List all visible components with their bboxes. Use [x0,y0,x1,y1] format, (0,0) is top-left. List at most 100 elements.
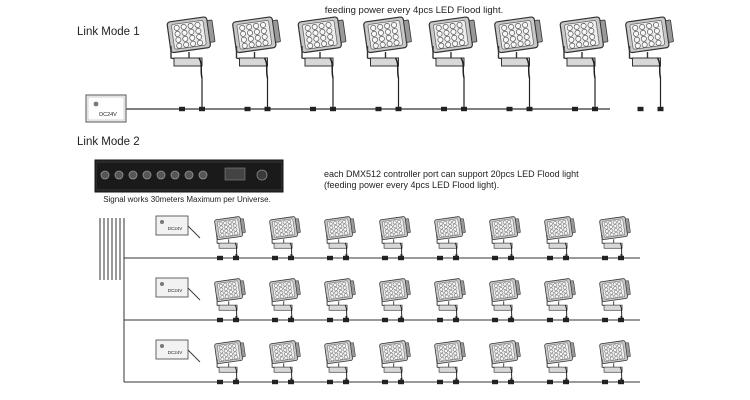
cable-connector [506,106,513,112]
cable-connector [492,317,498,323]
cable-connector [618,379,624,385]
mode1-title: Link Mode 1 [77,26,140,38]
cable-connector [563,255,569,261]
cable-connector [398,379,404,385]
cable-connector [310,106,316,112]
led-flood-light [433,340,467,380]
controller-port-group [100,167,268,181]
cable-connector [343,379,349,385]
cable-connector [508,317,514,323]
led-flood-light [428,16,479,78]
cable-connector [327,379,333,385]
row-power-supply-terminal [160,220,164,224]
cable-connector [657,106,664,112]
cable-connector [272,379,278,385]
cable-connector [508,255,514,261]
cable-connector [272,255,278,261]
cable-connector [602,255,608,261]
cable-connector [398,255,404,261]
row-power-supply-box [155,215,189,236]
led-flood-light [493,16,544,78]
cable-connector [179,106,185,112]
controller-port [128,170,138,180]
led-flood-light [268,340,302,380]
led-flood-light [378,278,412,318]
row-power-lead [187,225,201,239]
cable-connector [547,255,553,261]
led-flood-light [488,340,522,380]
mode2-note-line2: (feeding power every 4pcs LED Flood ligh… [324,180,499,190]
controller-port [170,170,180,180]
link-mode-1-section: Link Mode 1 DC24V [77,16,675,123]
row-power-label: DC24V [168,226,183,231]
cable-connector [288,379,294,385]
led-flood-light [488,216,522,256]
top-note: feeding power every 4pcs LED Flood light… [325,5,504,16]
controller-port [142,170,152,180]
row-power-supply-box [155,277,189,298]
cable-connector [233,255,239,261]
led-flood-light [543,340,577,380]
row-power-lead [187,287,201,301]
cable-connector [233,317,239,323]
led-flood-light [598,340,632,380]
led-flood-light [323,216,357,256]
cable-connector [492,255,498,261]
cable-connector [330,106,336,112]
mode1-power-supply-terminal [93,101,99,107]
cable-connector [244,106,251,112]
cable-connector [526,106,533,112]
led-flood-light [378,340,412,380]
led-flood-light [378,216,412,256]
cable-connector [233,379,239,385]
led-flood-light [213,216,247,256]
led-flood-light [433,278,467,318]
led-flood-light [166,16,217,78]
row-power-supply-terminal [160,344,164,348]
cable-connector [437,379,443,385]
cable-connector [637,106,644,112]
mode1-power-supply: DC24V [85,94,127,123]
row-power-label: DC24V [168,350,183,355]
mode2-signal-trunk [99,218,125,380]
cable-connector [327,317,333,323]
controller-caption: Signal works 30meters Maximum per Univer… [103,195,271,204]
led-flood-light [323,278,357,318]
cable-connector [461,106,467,112]
led-flood-light [543,278,577,318]
led-flood-light [488,278,522,318]
cable-connector [398,317,404,323]
controller-port [114,170,124,180]
led-flood-light [268,216,302,256]
cable-connector [441,106,447,112]
cable-connector [288,255,294,261]
link-mode-2-section: Link Mode 2 Signal works 30meters Maximu… [77,136,640,385]
cable-connector [508,379,514,385]
row-power-lead [187,349,201,363]
cable-connector [375,106,382,112]
cable-connector [602,379,608,385]
cable-connector [343,255,349,261]
mode2-row: DC24V [123,215,640,261]
led-flood-light [213,340,247,380]
mode1-light-chain [126,16,675,112]
cable-connector [492,379,498,385]
cable-connector [453,317,459,323]
led-flood-light [213,278,247,318]
cable-connector [618,317,624,323]
mode2-row: DC24V [123,277,640,323]
row-power-supply-terminal [160,282,164,286]
cable-connector [453,379,459,385]
cable-connector [602,317,608,323]
cable-connector [288,317,294,323]
cable-connector [343,317,349,323]
cable-connector [618,255,624,261]
led-flood-light [598,278,632,318]
cable-connector [547,379,553,385]
controller-display [224,167,246,181]
led-flood-light [323,340,357,380]
mode2-row: DC24V [123,339,640,385]
cable-connector [217,255,223,261]
controller-port [184,170,194,180]
